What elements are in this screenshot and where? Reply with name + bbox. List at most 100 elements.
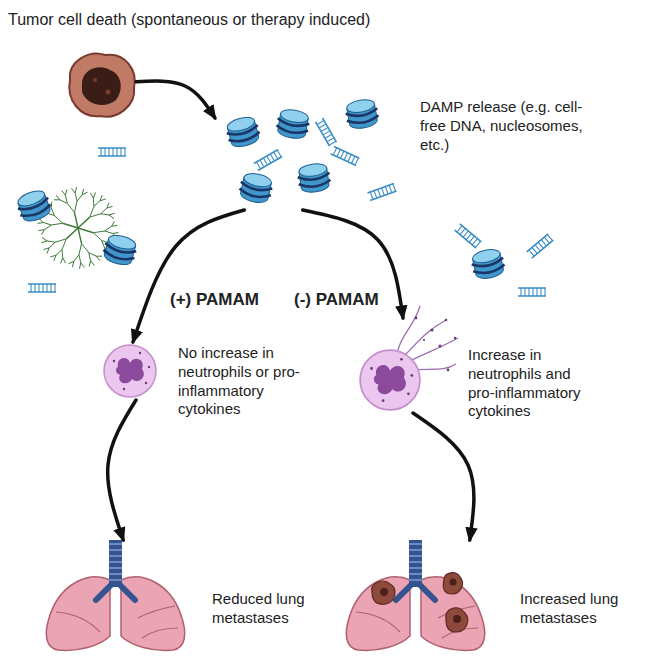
node-caption: No increase in neutrophils or pro-inflam… (178, 344, 310, 419)
node-caption: Increased lung metastases (520, 590, 650, 628)
illustration-node: Reduced lung metastases (38, 540, 193, 652)
dendrimer-branch (51, 208, 54, 216)
dendrimer-branch (94, 201, 100, 207)
dendrimer-branch (63, 258, 66, 263)
dendrimer-branch (109, 215, 114, 218)
node-caption: Increase in neutrophils and pro-inflamma… (468, 346, 596, 421)
dendrimer-branch (79, 244, 82, 255)
dendrimer-branch (89, 261, 90, 267)
curved-arrow (413, 413, 474, 540)
dendrimer-branch (41, 241, 47, 243)
dendrimer-branch (42, 238, 47, 241)
metastasis (372, 573, 468, 632)
dendrimer-branch (105, 231, 113, 233)
nucleosome (224, 114, 262, 149)
arrow-label: (-) PAMAM (292, 290, 381, 310)
dendrimer-branch (78, 228, 93, 233)
dendrimer-branch (62, 191, 66, 196)
dendrimer-branch (89, 253, 91, 261)
net-granules (415, 317, 457, 372)
dendrimer-branch (49, 242, 55, 248)
node-caption: Tumor cell death (spontaneous or therapy… (8, 10, 448, 30)
dna-fragment (316, 118, 337, 146)
dna-fragment (98, 148, 126, 156)
dendrimer-branch (93, 233, 101, 241)
dendrimer-branch (71, 188, 75, 193)
nucleosome (469, 247, 506, 281)
tumor (69, 54, 134, 117)
neutrophil (104, 345, 156, 397)
illustration-node: DAMP release (e.g. cell-free DNA, nucleo… (215, 95, 410, 210)
dendrimer-branch (67, 203, 74, 212)
dna-fragment (367, 183, 396, 200)
dna-fragment (455, 224, 482, 248)
dendrimer-branch (112, 225, 118, 227)
illustration-node: Increase in neutrophils and pro-inflamma… (358, 318, 458, 413)
dna-fragment (331, 146, 360, 165)
dendrimer-branch (93, 231, 104, 233)
dendrimer-branch (81, 263, 85, 268)
dendrimer-branch (75, 193, 77, 201)
dendrimer-branch (75, 187, 76, 193)
node-caption: Reduced lung metastases (212, 590, 327, 628)
dendrimer-branch (65, 195, 67, 203)
metastatic-lungs (346, 540, 484, 650)
dendrimer-branch (102, 241, 105, 249)
dendrimer-branch (55, 239, 66, 242)
nucleosome (14, 187, 54, 224)
dendrimer-branch (47, 241, 55, 242)
nucleosome (275, 107, 311, 140)
tumor-speck (93, 78, 97, 82)
dendrimer-branch (96, 256, 100, 261)
dendrimer-branch (61, 258, 63, 264)
dendrimer-branch (39, 229, 45, 231)
dna-fragment (518, 288, 546, 296)
illustration-node: No increase in neutrophils or pro-inflam… (100, 342, 160, 400)
dendrimer-branch (50, 255, 56, 257)
dendrimer-branch (54, 215, 62, 223)
dendrimer-branch (101, 214, 109, 215)
dendrimer-branch (74, 201, 77, 212)
neutrophil-netosis (360, 350, 420, 410)
dendrimer-branch (93, 193, 95, 199)
dendrimer-branch (65, 189, 66, 195)
dendrimer-branch (62, 250, 64, 258)
dendrimer-branch (56, 250, 62, 256)
arrow-label: (+) PAMAM (168, 290, 261, 310)
illustration-node: Tumor cell death (spontaneous or therapy… (66, 52, 136, 118)
tumor-speck (106, 90, 111, 95)
curved-arrow (136, 81, 215, 118)
dendrimer-branch (79, 263, 80, 269)
dendrimer-branch (90, 214, 101, 217)
dendrimer-branch (44, 225, 51, 230)
dendrimer-branch (100, 199, 106, 201)
dendrimer-branch (74, 212, 78, 228)
illustration-node: Increased lung metastases (338, 540, 493, 652)
dendrimer-branch (43, 248, 49, 250)
dendrimer-branch (79, 255, 81, 263)
curved-arrow (133, 210, 244, 342)
dendrimer-branch (101, 208, 107, 214)
dendrimer-branch (51, 223, 62, 225)
dna-fragment (254, 150, 282, 171)
dendrimer-branch (66, 228, 78, 239)
dendrimer-branch (68, 261, 73, 264)
dna-fragment (527, 234, 554, 258)
dendrimer-branch (77, 195, 82, 201)
curved-arrow (108, 400, 136, 540)
nucleosome (237, 171, 274, 205)
dendrimer-branch (105, 226, 112, 231)
dendrimer-branch (90, 193, 93, 198)
dendrimer-branch (63, 223, 78, 228)
nucleosome (101, 232, 139, 267)
dendrimer-branch (91, 261, 95, 266)
dendrimer-branch (93, 198, 95, 206)
dendrimer-branch (82, 192, 87, 195)
dendrimer-branch (74, 255, 79, 261)
dendrimer-branch (82, 244, 89, 253)
dendrimer-branch (51, 202, 52, 208)
dendrimer-branch (43, 223, 51, 225)
dendrimer-branch (107, 206, 113, 208)
node-caption: DAMP release (e.g. cell-free DNA, nucleo… (420, 98, 590, 154)
